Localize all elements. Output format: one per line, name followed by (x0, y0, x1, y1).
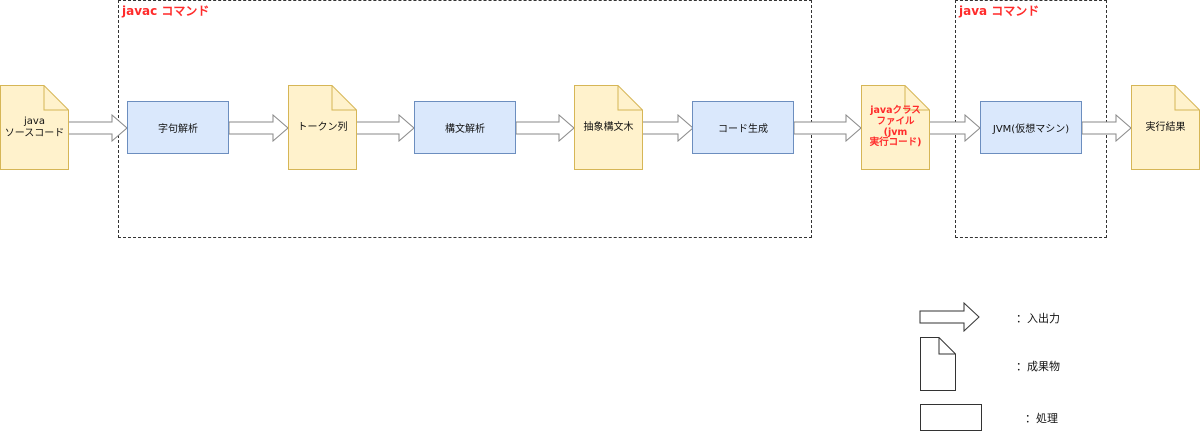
artifact-java-source-label: java ソースコード (4, 115, 65, 139)
artifact-java-class-file-label: javaクラス ファイル (jvm 実行コード) (869, 104, 922, 149)
artifact-java-source: java ソースコード (0, 85, 69, 170)
arrow-source-to-lexer (68, 114, 128, 142)
arrow-classfile-to-jvm (929, 114, 981, 142)
arrow-jvm-to-result (1082, 114, 1132, 142)
legend-process-label: ：処理 (1025, 412, 1058, 425)
process-jvm: JVM(仮想マシン) (980, 101, 1082, 154)
legend-process-icon (920, 404, 982, 431)
artifact-abstract-syntax-tree: 抽象構文木 (574, 85, 643, 170)
arrow-tokens-to-parser (356, 114, 415, 142)
arrow-codegen-to-classfile (794, 114, 862, 142)
legend-arrow-icon (919, 302, 980, 332)
process-syntax-analysis: 構文解析 (414, 101, 516, 154)
arrow-ast-to-codegen (641, 114, 694, 142)
javac-command-group: javac コマンド (118, 0, 812, 238)
artifact-abstract-syntax-tree-label: 抽象構文木 (583, 121, 634, 133)
java-command-label: java コマンド (959, 4, 1040, 18)
process-lexical-analysis: 字句解析 (127, 101, 229, 154)
legend-arrow-label: ：入出力 (1016, 312, 1060, 325)
java-command-group: java コマンド (955, 0, 1107, 238)
artifact-execution-result-label: 実行結果 (1145, 121, 1186, 133)
arrow-parser-to-ast (516, 114, 575, 142)
legend-document-icon (920, 337, 956, 391)
arrow-lexer-to-tokens (229, 114, 289, 142)
artifact-token-list: トークン列 (288, 85, 357, 170)
process-lexical-analysis-label: 字句解析 (158, 124, 198, 135)
process-syntax-analysis-label: 構文解析 (445, 124, 485, 135)
artifact-token-list-label: トークン列 (297, 121, 348, 133)
legend-document-label: ：成果物 (1016, 360, 1060, 373)
process-jvm-label: JVM(仮想マシン) (992, 124, 1070, 135)
artifact-java-class-file: javaクラス ファイル (jvm 実行コード) (861, 85, 930, 170)
artifact-execution-result: 実行結果 (1131, 85, 1200, 170)
process-code-generation: コード生成 (692, 101, 794, 154)
process-code-generation-label: コード生成 (718, 124, 768, 135)
javac-command-label: javac コマンド (122, 4, 210, 18)
